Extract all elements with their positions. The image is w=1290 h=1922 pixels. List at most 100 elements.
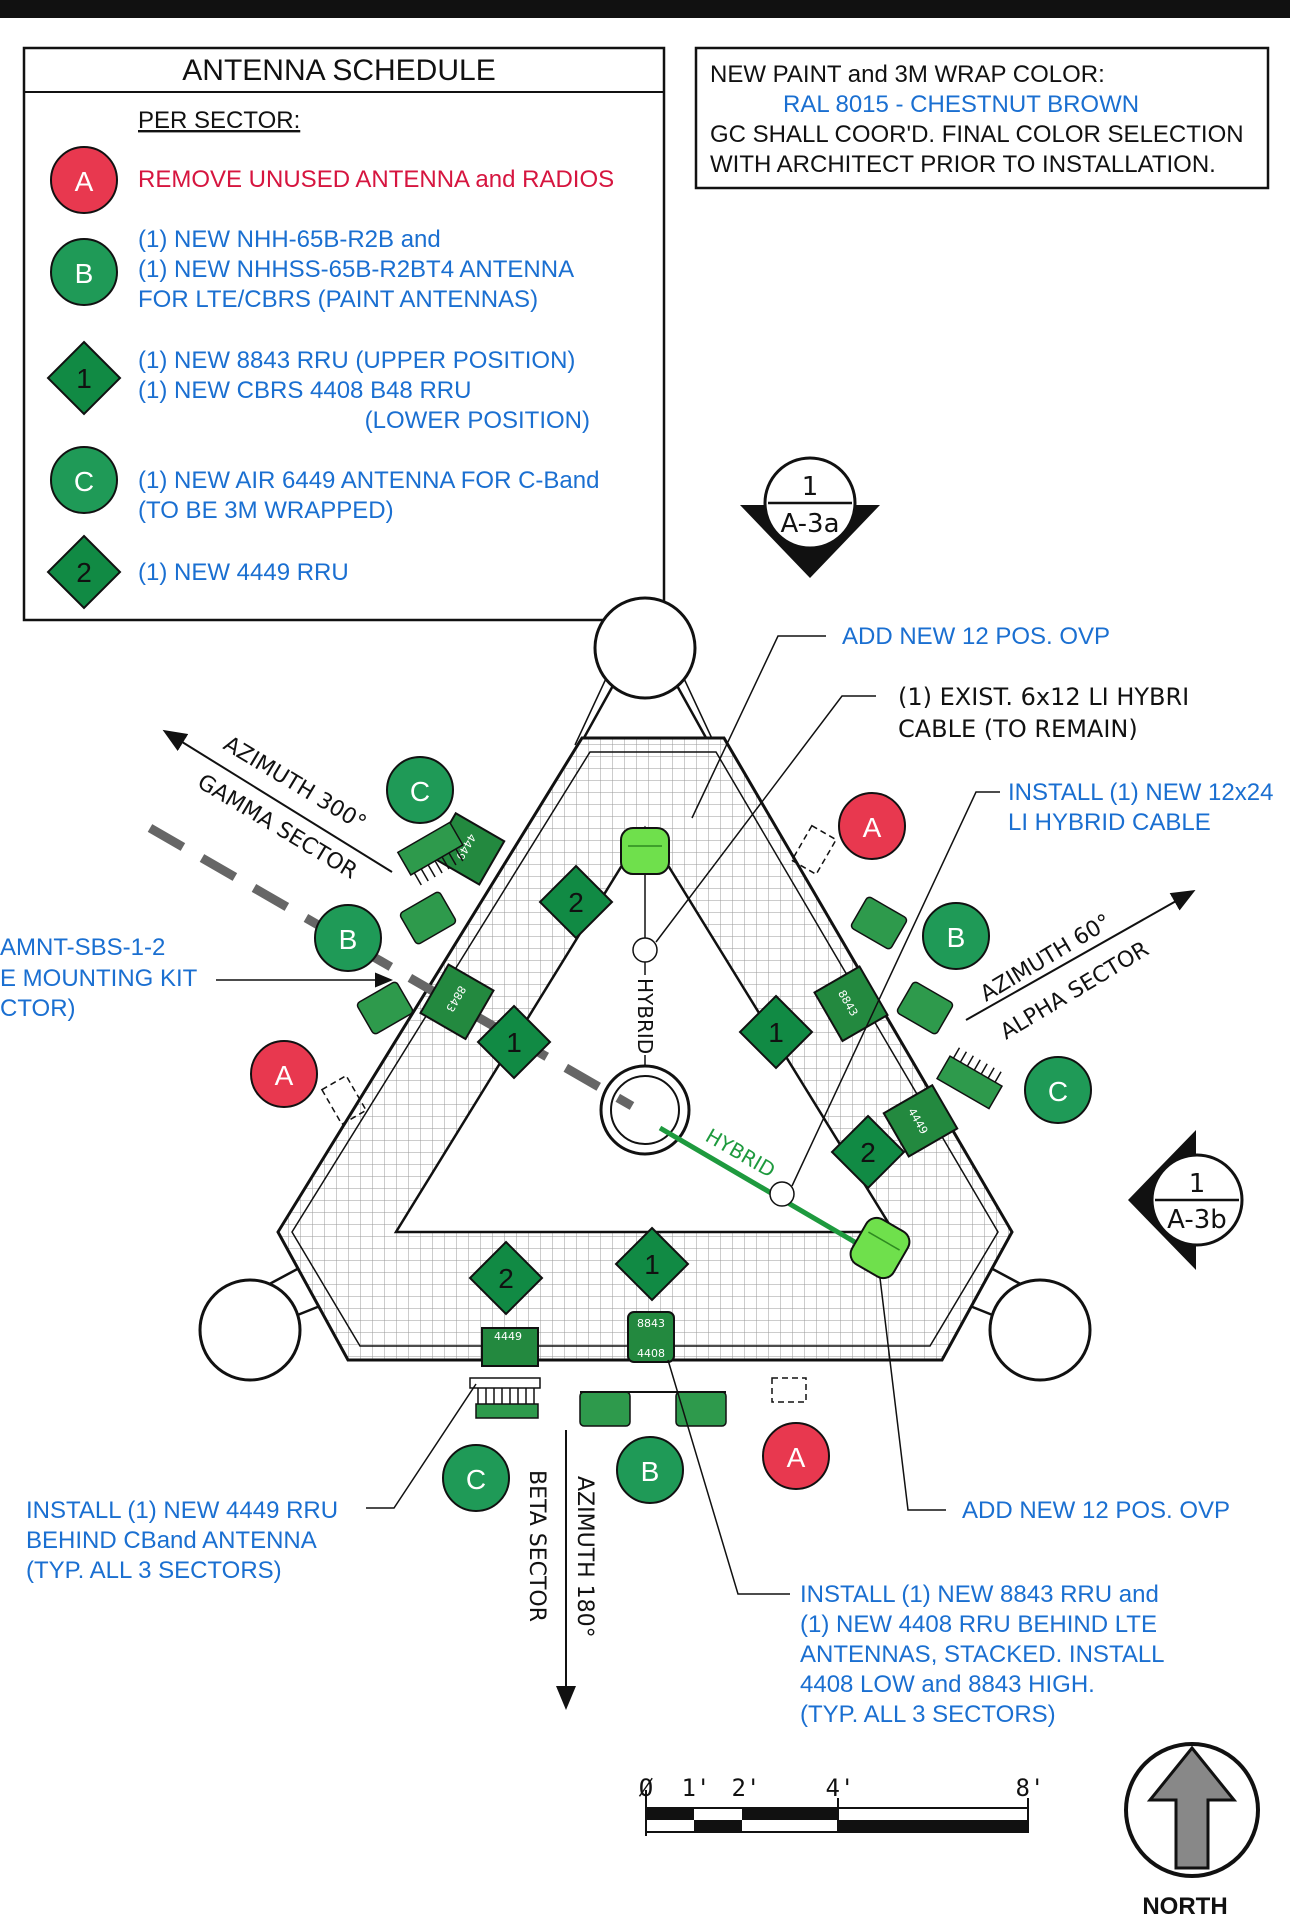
tower-leg-left [198, 1278, 302, 1382]
scale-label-0: Ø [639, 1774, 654, 1802]
gamma-sector-dashed-line [147, 824, 635, 1110]
callout-mount-kit-line2: E MOUNTING KIT [0, 965, 198, 992]
symbol-beta-c [442, 1444, 510, 1512]
paint-note-line4: WITH ARCHITECT PRIOR TO INSTALLATION. [710, 151, 1216, 178]
sheet-top-border [0, 0, 1290, 18]
callout-ovp-top: ADD NEW 12 POS. OVP [691, 623, 1110, 819]
beta-rru-4408-label: 4408 [637, 1347, 665, 1360]
schedule-item-2-text: (1) NEW 4449 RRU [138, 559, 349, 586]
callout-mount-kit: AMNT-SBS-1-2 E MOUNTING KIT CTOR) [0, 934, 393, 1022]
callout-rru-8843-line5: (TYP. ALL 3 SECTORS) [800, 1701, 1056, 1728]
paint-note-line1: NEW PAINT and 3M WRAP COLOR: [710, 61, 1105, 88]
symbol-gamma-c-label: C [410, 776, 430, 807]
beta-rru-8843-label: 8843 [637, 1317, 665, 1330]
diamond-alpha-1 [738, 994, 814, 1070]
azimuth-gamma-line1: AZIMUTH 300° [219, 732, 370, 837]
azimuth-beta: AZIMUTH 180° BETA SECTOR [524, 1430, 597, 1710]
schedule-item-c-line1: (1) NEW AIR 6449 ANTENNA FOR C-Band [138, 467, 599, 494]
symbol-gamma-a-label: A [275, 1060, 294, 1091]
antenna-schedule: ANTENNA SCHEDULE PER SECTOR: A REMOVE UN… [22, 46, 666, 622]
paint-note-line2: RAL 8015 - CHESTNUT BROWN [783, 91, 1139, 118]
callout-rru-8843-line4: 4408 LOW and 8843 HIGH. [800, 1671, 1095, 1698]
symbol-beta-b [616, 1436, 684, 1504]
callout-new-cable-line2: LI HYBRID CABLE [1008, 809, 1211, 836]
section-mark-a3b: 1 A-3b [1128, 1130, 1244, 1270]
callout-rru-4449-line3: (TYP. ALL 3 SECTORS) [26, 1557, 282, 1584]
schedule-symbol-b [50, 238, 118, 306]
schedule-item-a-text: REMOVE UNUSED ANTENNA and RADIOS [138, 166, 614, 193]
diamond-beta-2 [468, 1240, 544, 1316]
callout-ovp-top-text: ADD NEW 12 POS. OVP [842, 623, 1110, 650]
schedule-item-b-line1: (1) NEW NHH-65B-R2B and [138, 226, 441, 253]
callout-new-cable-line1: INSTALL (1) NEW 12x24 [1008, 779, 1273, 806]
scale-label-1: 1' [682, 1774, 711, 1802]
symbol-beta-c-label: C [466, 1464, 486, 1495]
callout-rru-8843: INSTALL (1) NEW 8843 RRU and (1) NEW 440… [667, 1359, 1165, 1728]
callout-rru-4449: INSTALL (1) NEW 4449 RRU BEHIND CBand AN… [26, 1383, 477, 1584]
diamond-alpha-1-label: 1 [768, 1017, 784, 1048]
scale-label-2: 2' [732, 1774, 761, 1802]
schedule-symbol-c [50, 446, 118, 514]
diamond-gamma-1-label: 1 [506, 1027, 522, 1058]
symbol-alpha-c [1024, 1056, 1092, 1124]
schedule-symbol-2 [46, 534, 122, 610]
beta-rru-4449-label: 4449 [494, 1330, 522, 1343]
schedule-symbol-a [50, 146, 118, 214]
callout-exist-cable-line2: CABLE (TO REMAIN) [898, 715, 1138, 743]
symbol-alpha-b-label: B [947, 922, 966, 953]
symbol-alpha-a [838, 792, 906, 860]
callout-rru-8843-line2: (1) NEW 4408 RRU BEHIND LTE [800, 1611, 1157, 1638]
diagram-symbols: C A B B A C C B A 2 1 1 2 2 1 [250, 756, 1092, 1512]
symbol-alpha-a-label: A [863, 812, 882, 843]
hybrid-label-vertical: HYBRID [633, 978, 657, 1054]
schedule-symbol-b-label: B [75, 258, 94, 289]
symbol-gamma-c [386, 756, 454, 824]
diamond-beta-2-label: 2 [498, 1263, 514, 1294]
callout-exist-cable: (1) EXIST. 6x12 LI HYBRI CABLE (TO REMAI… [655, 683, 1189, 943]
gamma-sector-equipment: 4449 8843 [320, 811, 506, 1126]
scale-bar: Ø 1' 2' 4' 8' [639, 1774, 1044, 1836]
section-mark-a3a-sheet: A-3a [780, 509, 839, 539]
schedule-per-sector: PER SECTOR: [138, 107, 300, 134]
schedule-item-1-line1: (1) NEW 8843 RRU (UPPER POSITION) [138, 347, 575, 374]
schedule-symbol-2-label: 2 [76, 557, 92, 588]
callout-rru-4449-line1: INSTALL (1) NEW 4449 RRU [26, 1497, 338, 1524]
tower-leg-right [988, 1278, 1092, 1382]
section-mark-a3a-number: 1 [802, 472, 819, 502]
paint-note: NEW PAINT and 3M WRAP COLOR: RAL 8015 - … [694, 46, 1270, 190]
symbol-alpha-b [922, 902, 990, 970]
schedule-title: ANTENNA SCHEDULE [182, 54, 495, 87]
schedule-symbol-1-label: 1 [76, 363, 92, 394]
symbol-gamma-a [250, 1040, 318, 1108]
north-label: NORTH [1142, 1893, 1227, 1920]
schedule-item-b-line3: FOR LTE/CBRS (PAINT ANTENNAS) [138, 286, 538, 313]
diamond-alpha-2 [830, 1114, 906, 1190]
azimuth-alpha: AZIMUTH 60° ALPHA SECTOR [965, 890, 1196, 1045]
diamond-alpha-2-label: 2 [860, 1137, 876, 1168]
north-arrow-icon [1146, 1745, 1238, 1870]
diamond-beta-1 [614, 1226, 690, 1302]
callout-exist-cable-line1: (1) EXIST. 6x12 LI HYBRI [898, 683, 1189, 711]
schedule-item-1-line2: (1) NEW CBRS 4408 B48 RRU [138, 377, 471, 404]
diamond-gamma-2-label: 2 [568, 887, 584, 918]
ovp-bottom-right [849, 1216, 911, 1280]
north-arrow: NORTH [1124, 1742, 1260, 1920]
symbol-gamma-b-label: B [339, 924, 358, 955]
schedule-symbol-c-label: C [74, 466, 94, 497]
symbol-beta-a-label: A [787, 1442, 806, 1473]
section-mark-a3b-sheet: A-3b [1167, 1205, 1227, 1235]
symbol-alpha-c-label: C [1048, 1076, 1068, 1107]
symbol-beta-a [762, 1422, 830, 1490]
section-mark-a3b-number: 1 [1189, 1169, 1206, 1199]
tower-leg-top [593, 596, 697, 700]
scale-label-4: 4' [826, 1774, 855, 1802]
diamond-gamma-2 [538, 864, 614, 940]
paint-note-line3: GC SHALL COOR'D. FINAL COLOR SELECTION [710, 121, 1244, 148]
schedule-item-b-line2: (1) NEW NHHSS-65B-R2BT4 ANTENNA [138, 256, 574, 283]
callout-rru-8843-line1: INSTALL (1) NEW 8843 RRU and [800, 1581, 1159, 1608]
beta-sector-equipment: 4449 8843 4408 [469, 1311, 807, 1427]
schedule-item-c-line2: (TO BE 3M WRAPPED) [138, 497, 394, 524]
schedule-symbol-a-label: A [75, 166, 94, 197]
symbol-beta-b-label: B [641, 1456, 660, 1487]
